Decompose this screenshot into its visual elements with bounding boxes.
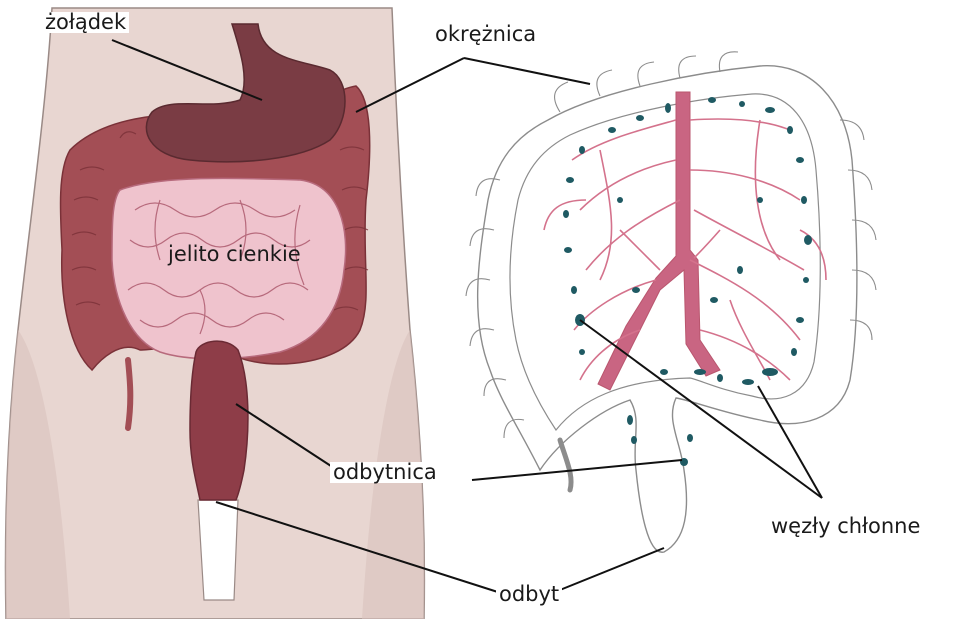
label-stomach: żołądek — [42, 12, 129, 33]
label-small-intestine: jelito cienkie — [168, 244, 301, 265]
leader-colon-right — [464, 58, 590, 84]
label-lymph-nodes: węzły chłonne — [768, 516, 923, 537]
torso-illustration — [6, 8, 425, 619]
colon-outline-inner — [510, 94, 820, 430]
label-rectum: odbytnica — [330, 462, 440, 483]
colon-lymph-illustration — [466, 52, 876, 552]
appendix-outline — [560, 440, 571, 490]
label-anus: odbyt — [496, 584, 562, 605]
leader-anus-right — [550, 548, 664, 594]
anal-canal — [198, 500, 238, 600]
rectum-shape — [190, 341, 248, 500]
label-colon: okrężnica — [432, 24, 539, 45]
small-intestine-shape — [112, 178, 346, 358]
appendix — [128, 360, 130, 428]
